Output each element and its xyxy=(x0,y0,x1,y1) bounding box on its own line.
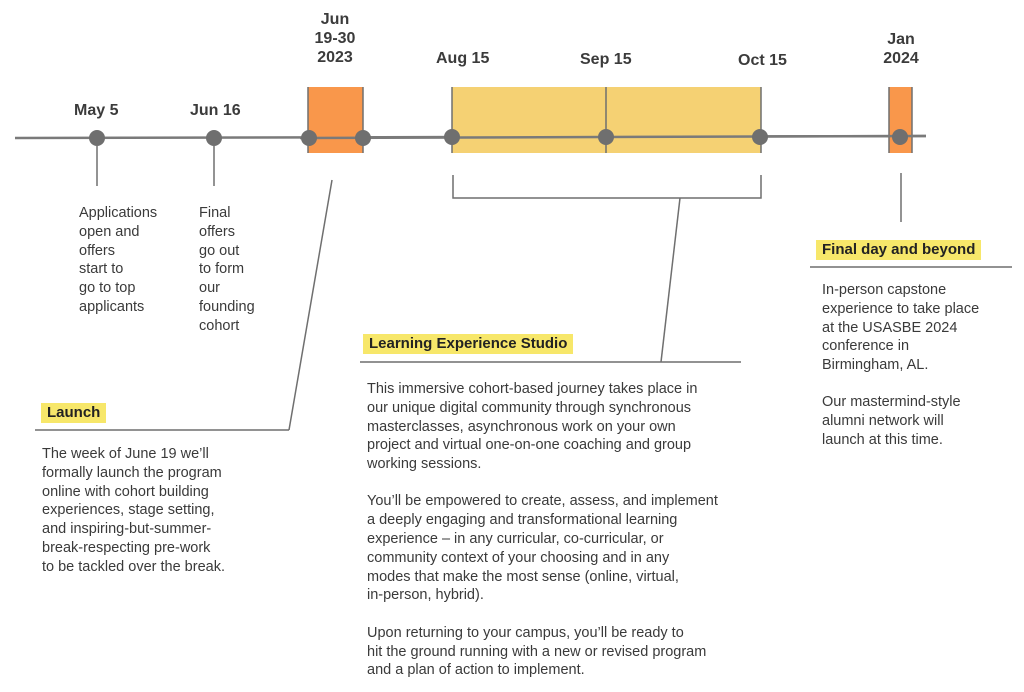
final-line: alumni network will xyxy=(822,413,944,430)
launch-period-block xyxy=(308,87,363,153)
final-description: In-person capstone experience to take pl… xyxy=(822,281,979,450)
launch-line: to be tackled over the break. xyxy=(42,558,225,575)
note-line: to form xyxy=(199,261,245,278)
milestone-dot-oct15 xyxy=(752,129,768,145)
milestone-dot-aug15 xyxy=(444,129,460,145)
launch-line: The week of June 19 we’ll xyxy=(42,446,209,462)
note-line: offers xyxy=(199,223,236,240)
note-line: offers xyxy=(79,242,116,259)
studio-line: working sessions. xyxy=(367,456,482,473)
final-paragraph-2: Our mastermind-style alumni network will… xyxy=(822,393,979,449)
final-line: In-person capstone xyxy=(822,282,947,298)
final-line: launch at this time. xyxy=(822,432,943,449)
studio-line: This immersive cohort-based journey take… xyxy=(367,381,698,397)
studio-line: our unique digital community through syn… xyxy=(367,399,692,416)
studio-description: This immersive cohort-based journey take… xyxy=(367,380,718,680)
studio-line: modes that make the most sense (online, … xyxy=(367,568,679,585)
connector-launch xyxy=(288,179,333,431)
final-paragraph-1: In-person capstone experience to take pl… xyxy=(822,281,979,375)
note-line: go to top xyxy=(79,280,136,297)
launch-line: online with cohort building xyxy=(42,483,209,500)
studio-line: masterclasses, asynchronous work on your… xyxy=(367,418,676,435)
date-label-jun19-30-line3: 2023 xyxy=(317,49,353,66)
note-line: start to xyxy=(79,261,124,278)
note-line: go out xyxy=(199,242,240,259)
studio-line: a deeply engaging and transformational l… xyxy=(367,512,678,529)
final-line: Our mastermind-style xyxy=(822,394,961,411)
note-applications: Applications open and offers start to go… xyxy=(79,204,157,317)
final-line: Birmingham, AL. xyxy=(822,357,929,374)
final-line: conference in xyxy=(822,338,910,355)
studio-heading: Learning Experience Studio xyxy=(363,334,574,354)
studio-bracket xyxy=(452,175,762,199)
launch-line: experiences, stage setting, xyxy=(42,502,215,519)
date-label-jan2024: Jan 2024 xyxy=(878,30,924,68)
launch-line: break-respecting pre-work xyxy=(42,539,211,556)
studio-line: and a plan of action to implement. xyxy=(367,662,585,679)
note-line: our xyxy=(199,280,220,297)
note-line: Applications xyxy=(79,205,158,221)
studio-line: experience – in any curricular, co-curri… xyxy=(367,531,664,548)
studio-paragraph-1: This immersive cohort-based journey take… xyxy=(367,380,718,474)
note-line: cohort xyxy=(199,317,240,334)
final-line: experience to take place xyxy=(822,300,980,317)
date-label-jun19-30-line1: Jun xyxy=(320,11,350,28)
milestone-dot-jun19 xyxy=(301,130,317,146)
studio-line: Upon returning to your campus, you’ll be… xyxy=(367,624,684,641)
milestone-dot-jan2024 xyxy=(892,129,908,145)
note-final-offers: Final offers go out to form our founding… xyxy=(199,204,255,336)
date-label-oct15: Oct 15 xyxy=(738,52,787,69)
note-line: applicants xyxy=(79,298,145,315)
milestone-dot-jun16 xyxy=(206,130,222,146)
launch-line: formally launch the program xyxy=(42,464,222,481)
studio-line: hit the ground running with a new or rev… xyxy=(367,643,707,660)
date-label-aug15: Aug 15 xyxy=(436,50,490,67)
date-label-sep15: Sep 15 xyxy=(580,51,632,68)
milestone-dot-may5 xyxy=(89,130,105,146)
launch-heading: Launch xyxy=(41,403,107,423)
note-line: Final xyxy=(199,205,231,221)
date-label-may5: May 5 xyxy=(74,102,119,119)
studio-line: project and virtual one-on-one coaching … xyxy=(367,437,692,454)
date-label-jun19-30: Jun 19-30 2023 xyxy=(306,10,364,67)
studio-line: You’ll be empowered to create, assess, a… xyxy=(367,493,718,510)
date-label-jan2024-line1: Jan xyxy=(887,31,915,48)
studio-line: community context of your choosing and i… xyxy=(367,549,670,566)
studio-paragraph-2: You’ll be empowered to create, assess, a… xyxy=(367,492,718,605)
milestone-dot-sep15 xyxy=(598,129,614,145)
studio-paragraph-3: Upon returning to your campus, you’ll be… xyxy=(367,624,718,680)
final-line: at the USASBE 2024 xyxy=(822,319,958,336)
date-label-jun16: Jun 16 xyxy=(190,102,241,119)
studio-line: in-person, hybrid). xyxy=(367,587,484,604)
note-line: open and xyxy=(79,223,140,240)
connector-studio xyxy=(660,197,681,363)
milestone-dot-jun30 xyxy=(355,130,371,146)
date-label-jan2024-line2: 2024 xyxy=(883,50,919,67)
final-heading: Final day and beyond xyxy=(816,240,982,260)
date-label-jun19-30-line2: 19-30 xyxy=(314,30,356,47)
note-line: founding xyxy=(199,298,255,315)
launch-line: and inspiring-but-summer- xyxy=(42,521,212,538)
launch-description: The week of June 19 we’ll formally launc… xyxy=(42,445,225,577)
